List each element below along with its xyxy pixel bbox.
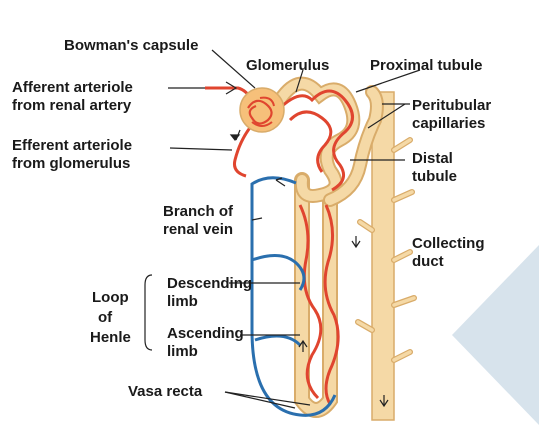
- label-distal-2: tubule: [412, 168, 457, 185]
- label-loop-3: Henle: [90, 329, 131, 346]
- label-descending-2: limb: [167, 293, 198, 310]
- label-proximal-tubule: Proximal tubule: [370, 57, 483, 74]
- label-afferent-1: Afferent arteriole: [12, 79, 133, 96]
- label-ascending-1: Ascending: [167, 325, 244, 342]
- label-vasa-recta: Vasa recta: [128, 383, 203, 400]
- label-efferent-2: from glomerulus: [12, 155, 130, 172]
- label-distal-1: Distal: [412, 150, 453, 167]
- label-renal-vein-1: Branch of: [163, 203, 234, 220]
- glomerulus-group: [240, 88, 284, 132]
- label-ascending-2: limb: [167, 343, 198, 360]
- label-collecting-1: Collecting: [412, 235, 485, 252]
- label-renal-vein-2: renal vein: [163, 221, 233, 238]
- label-glomerulus: Glomerulus: [246, 57, 329, 74]
- label-bowmans-capsule: Bowman's capsule: [64, 37, 198, 54]
- label-afferent-2: from renal artery: [12, 97, 132, 114]
- label-collecting-2: duct: [412, 253, 444, 270]
- label-loop-2: of: [98, 309, 113, 326]
- label-efferent-1: Efferent arteriole: [12, 137, 132, 154]
- background-arrow-shape: [452, 245, 539, 425]
- label-peritubular-2: capillaries: [412, 115, 485, 132]
- label-loop-1: Loop: [92, 289, 129, 306]
- label-descending-1: Descending: [167, 275, 252, 292]
- label-peritubular-1: Peritubular: [412, 97, 491, 114]
